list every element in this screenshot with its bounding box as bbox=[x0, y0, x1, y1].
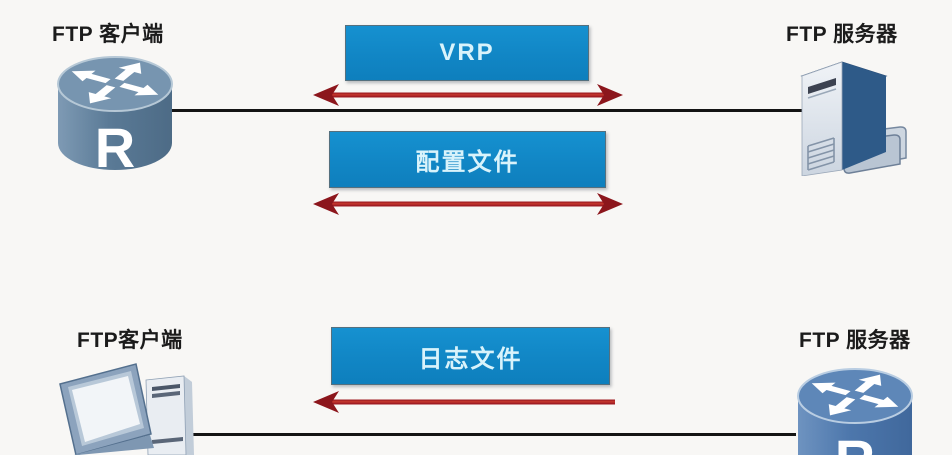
desktop-computer-icon bbox=[38, 356, 196, 455]
top-server-label: FTP 服务器 bbox=[786, 23, 898, 46]
flow-box-config-file-label: 配置文件 bbox=[415, 149, 520, 176]
svg-text:R: R bbox=[95, 116, 135, 178]
flow-box-log-file: 日志文件 bbox=[331, 327, 610, 385]
svg-text:R: R bbox=[835, 428, 875, 455]
bidirectional-arrow-config bbox=[313, 193, 623, 215]
flow-box-log-file-label: 日志文件 bbox=[418, 345, 523, 373]
bidirectional-arrow-vrp bbox=[313, 84, 623, 106]
bottom-server-label: FTP 服务器 bbox=[799, 329, 911, 352]
flow-box-config-file: 配置文件 bbox=[329, 131, 606, 188]
connection-line-top bbox=[170, 109, 804, 112]
server-tower-icon bbox=[788, 42, 918, 176]
left-arrow-log bbox=[313, 391, 615, 413]
router-icon: R bbox=[54, 50, 176, 178]
bottom-client-label: FTP客户端 bbox=[77, 329, 183, 352]
flow-box-vrp-label: VRP bbox=[439, 39, 495, 66]
flow-box-vrp: VRP bbox=[345, 25, 589, 81]
router-icon: R bbox=[794, 362, 916, 455]
top-client-label: FTP 客户端 bbox=[52, 23, 164, 46]
connection-line-bottom bbox=[188, 433, 796, 436]
